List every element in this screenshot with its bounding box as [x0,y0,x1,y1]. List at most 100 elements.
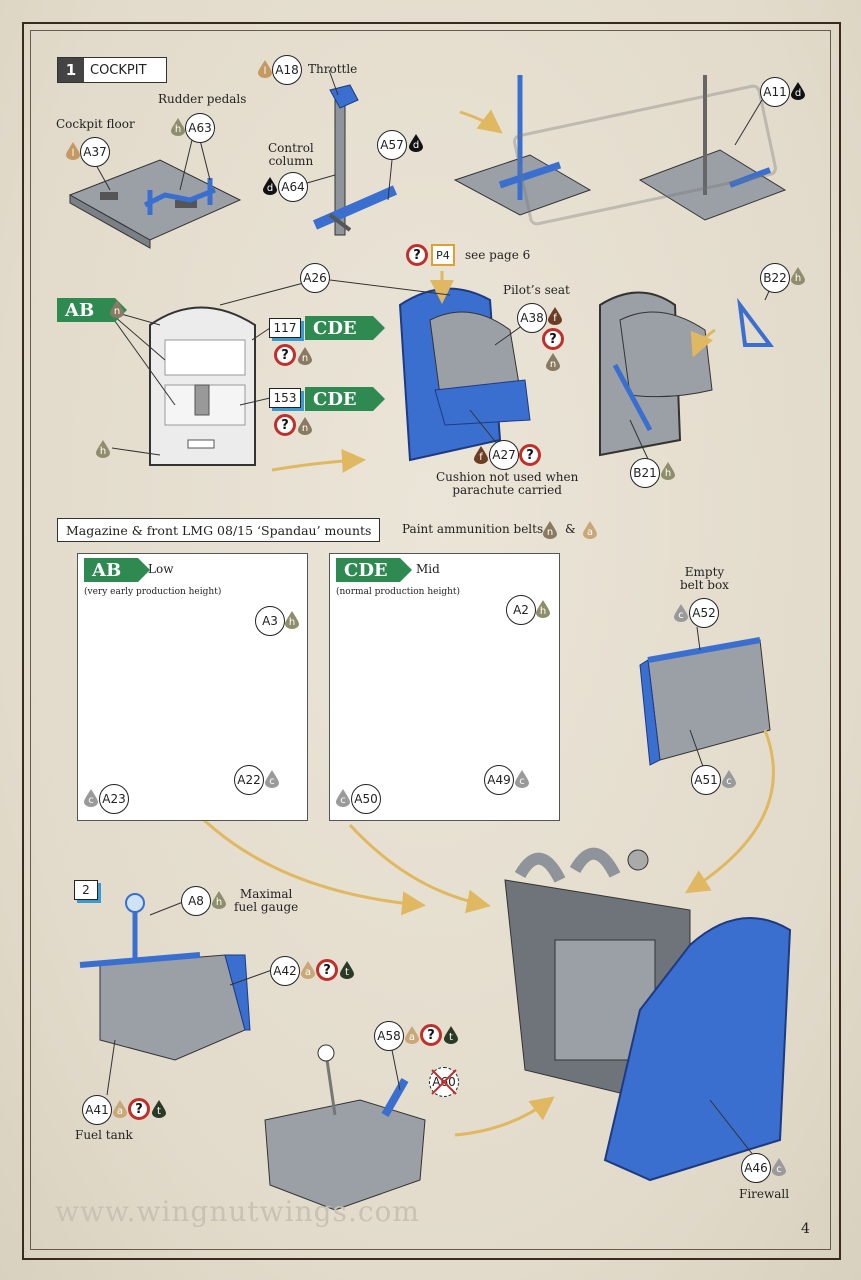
variant-ab-tag: AB [57,298,127,322]
footer-url: www.wingnutwings.com [55,1195,420,1228]
paint-d-drop: d [409,134,423,152]
throttle-label: Throttle [308,62,358,76]
paint-t-drop: t [152,1100,166,1118]
mid-note: (normal production height) [336,587,461,597]
part-a27: A27 [489,440,519,470]
control-column-label: Control column [268,141,314,168]
wingnut-watermark [512,84,778,226]
part-b21: B21 [630,458,660,488]
part-a50: A50 [351,784,381,814]
sub-step-number: 2 [74,880,98,900]
cross-out-icon [431,1069,457,1095]
paint-h-drop: h [171,118,185,136]
variant-cde-tag: CDE [336,558,412,582]
part-a38: A38 [517,303,547,333]
part-a63: A63 [185,113,215,143]
paint-l-drop: l [66,142,80,160]
empty-belt-box-part [639,637,771,766]
paint-a-drop: a [113,1100,127,1118]
low-note: (very early production height) [84,587,222,597]
unknown-paint-badge: ? [406,244,428,266]
small-tank-part [264,1044,426,1211]
part-a11: A11 [760,77,790,107]
paint-d-drop: d [263,177,277,195]
paint-h-drop: h [285,611,299,629]
fuel-tank-label: Fuel tank [75,1128,133,1142]
paint-h-drop: h [212,891,226,909]
paint-n-drop: n [298,347,312,365]
part-a60-not-used: A60 [429,1067,459,1097]
part-a49: A49 [484,765,514,795]
part-a18: A18 [272,55,302,85]
paint-a-drop: a [583,521,597,539]
part-a46: A46 [741,1153,771,1183]
part-a58: A58 [374,1021,404,1051]
part-a64: A64 [278,172,308,202]
magazine-mount-mid-part [384,604,511,791]
unknown-paint-badge: ? [542,328,564,350]
cushion-note: Cushion not used when parachute carried [436,470,579,497]
paint-d-drop: d [791,82,805,100]
part-a23: A23 [99,784,129,814]
paint-c-drop: c [515,770,529,788]
part-a52: A52 [689,598,719,628]
page-border-inner [30,30,831,1250]
part-b22: B22 [760,263,790,293]
part-a57: A57 [377,130,407,160]
paint-c-drop: c [265,770,279,788]
cockpit-floor-label: Cockpit floor [56,117,135,131]
part-a2: A2 [506,595,536,625]
paint-a-drop: a [405,1026,419,1044]
page-border [22,22,841,1260]
see-page-label: see page 6 [465,248,531,262]
part-a41: A41 [82,1095,112,1125]
unknown-paint-badge: ? [128,1098,150,1120]
paint-l-drop: l [258,60,272,78]
firewall-label: Firewall [739,1187,790,1201]
step-header: 1 COCKPIT [57,57,167,83]
unknown-paint-badge: ? [420,1024,442,1046]
paint-belts-label: Paint ammunition belts [402,522,544,536]
magazine-section-title: Magazine & front LMG 08/15 ‘Spandau’ mou… [57,518,381,542]
empty-belt-box-label: Empty belt box [680,565,729,592]
paint-f-drop: f [474,446,488,464]
paint-t-drop: t [340,961,354,979]
paint-c-drop: c [722,770,736,788]
paint-f-drop: f [548,307,562,325]
fuel-tank-part [79,893,251,1061]
control-column-part [312,84,398,236]
part-a22: A22 [234,765,264,795]
unknown-paint-badge: ? [316,959,338,981]
paint-h-drop: h [791,267,805,285]
pilots-seat-label: Pilot’s seat [503,283,570,297]
step-number: 1 [58,58,84,82]
paint-c-drop: c [84,789,98,807]
paint-h-drop: h [536,600,550,618]
paint-h-drop: h [661,462,675,480]
maximal-fuel-gauge-label: Maximal fuel gauge [234,887,299,914]
part-a26: A26 [300,263,330,293]
seat-back-panel-part [149,306,256,466]
cockpit-assembled-part [453,75,787,221]
step-title: COCKPIT [90,62,147,78]
variant-cde-tag: CDE [305,387,385,411]
paint-n-drop: n [298,417,312,435]
cockpit-floor-part [68,159,242,249]
unknown-paint-badge: ? [519,444,541,466]
paint-c-drop: c [772,1158,786,1176]
ampersand-label: & [565,522,576,536]
rudder-pedals-label: Rudder pedals [158,92,247,106]
paint-n-drop: n [543,521,557,539]
part-a8: A8 [181,886,211,916]
part-a42: A42 [270,956,300,986]
decal-117: 117 [269,318,301,338]
paint-n-drop: n [546,353,560,371]
part-a3: A3 [255,606,285,636]
low-label: Low [148,562,174,576]
part-a37: A37 [80,137,110,167]
rudder-pedals-part [143,178,216,215]
variant-cde-tag: CDE [305,316,385,340]
photo-etch-p4: P4 [431,244,455,266]
paint-n-drop: n [110,300,124,318]
